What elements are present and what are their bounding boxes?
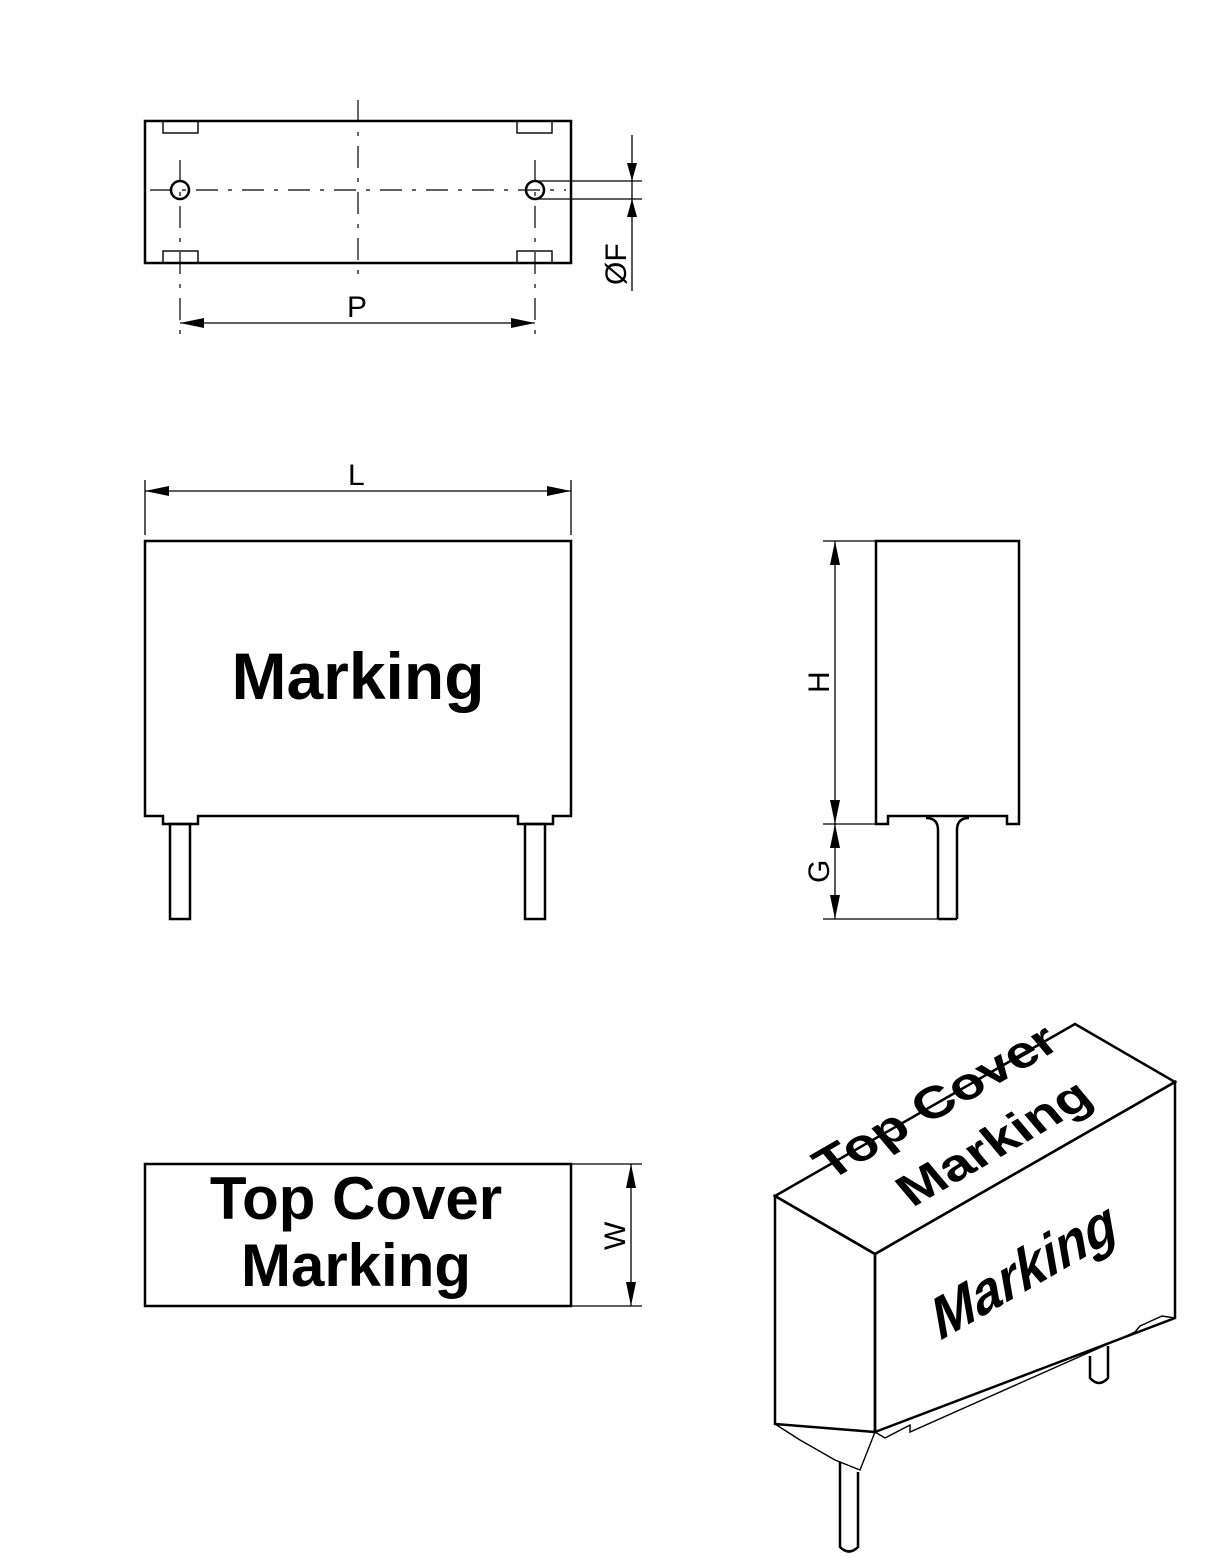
iso-lead-wire: [1088, 1346, 1110, 1385]
top-marking-line2: Marking: [241, 1232, 471, 1299]
width-label: W: [599, 1221, 632, 1250]
front-view: L Marking: [143, 459, 573, 921]
lead-diameter-label: ØF: [600, 243, 633, 285]
iso-front-marking: Marking: [929, 1185, 1120, 1355]
top-marking-line1: Top Cover: [210, 1165, 502, 1232]
lead-hole: [169, 179, 191, 201]
standoff-pad: [162, 120, 199, 134]
side-lead-wire: [925, 816, 970, 921]
front-marking-text: Marking: [231, 639, 484, 713]
top-view-body: [143, 1162, 573, 1308]
side-view: H G: [803, 539, 1021, 921]
lead-length-label: G: [803, 860, 836, 883]
isometric-view: Top Cover Marking Marking: [772, 1014, 1178, 1553]
bottom-view: ØF P: [143, 100, 642, 335]
lead-wire: [523, 822, 547, 921]
side-view-body: [874, 539, 1021, 826]
height-label: H: [803, 671, 836, 693]
front-view-body: [143, 539, 573, 826]
top-view: Top Cover Marking W: [143, 1162, 642, 1308]
iso-lead-wire: [838, 1462, 860, 1553]
lead-wire: [168, 822, 192, 921]
iso-side-face: [773, 1193, 877, 1434]
standoff-pad: [516, 120, 553, 134]
length-label: L: [348, 459, 365, 492]
pitch-label: P: [347, 291, 367, 324]
